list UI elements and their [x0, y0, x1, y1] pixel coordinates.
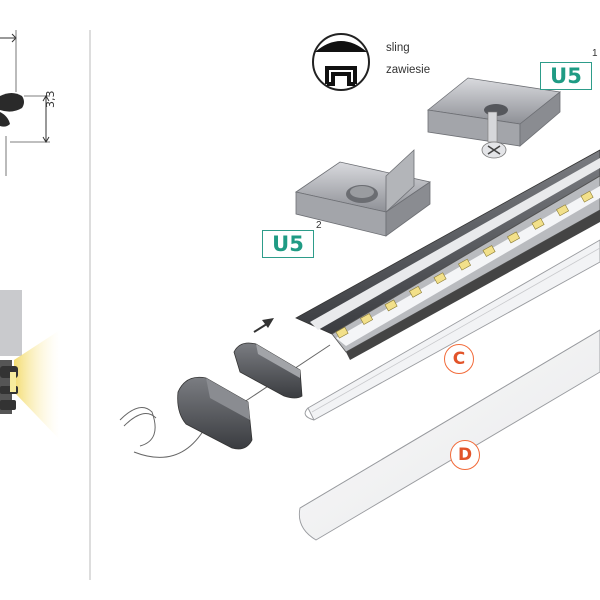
led-chip-group [335, 190, 594, 339]
u5-left-footnote: 2 [316, 220, 322, 231]
end-cap-closed [177, 376, 253, 450]
led-chip [409, 285, 423, 298]
led-chip [433, 272, 447, 285]
end-cap-cable [233, 342, 303, 399]
led-chip [360, 313, 374, 325]
led-chip [335, 326, 349, 339]
u5-top-footnote: 1 [592, 48, 598, 59]
cover-d-label: D [450, 440, 480, 470]
led-chip [482, 245, 496, 257]
sling-icon [312, 33, 370, 91]
cross-section-drawing [0, 30, 50, 176]
dimension-label: 3,3 [44, 90, 57, 109]
cover-c-transparent [304, 239, 600, 421]
led-chip [531, 217, 545, 230]
installed-profile-illustration [0, 290, 60, 440]
sling-label-polish: zawiesie [386, 64, 431, 76]
led-chip [384, 299, 398, 312]
led-chip [556, 204, 570, 217]
cover-d-frosted [298, 329, 600, 541]
led-chip [458, 258, 472, 271]
mounting-bracket-u5-sling [427, 77, 561, 159]
u5-top-badge: U5 [540, 62, 592, 90]
mounting-bracket-u5-flat [295, 149, 431, 237]
sling-label: sling [386, 42, 410, 54]
led-chip [507, 231, 521, 244]
u5-left-badge: U5 [262, 230, 314, 258]
cover-c-label: C [444, 344, 474, 374]
direction-arrow-icon [253, 318, 274, 333]
led-chip [580, 190, 594, 203]
